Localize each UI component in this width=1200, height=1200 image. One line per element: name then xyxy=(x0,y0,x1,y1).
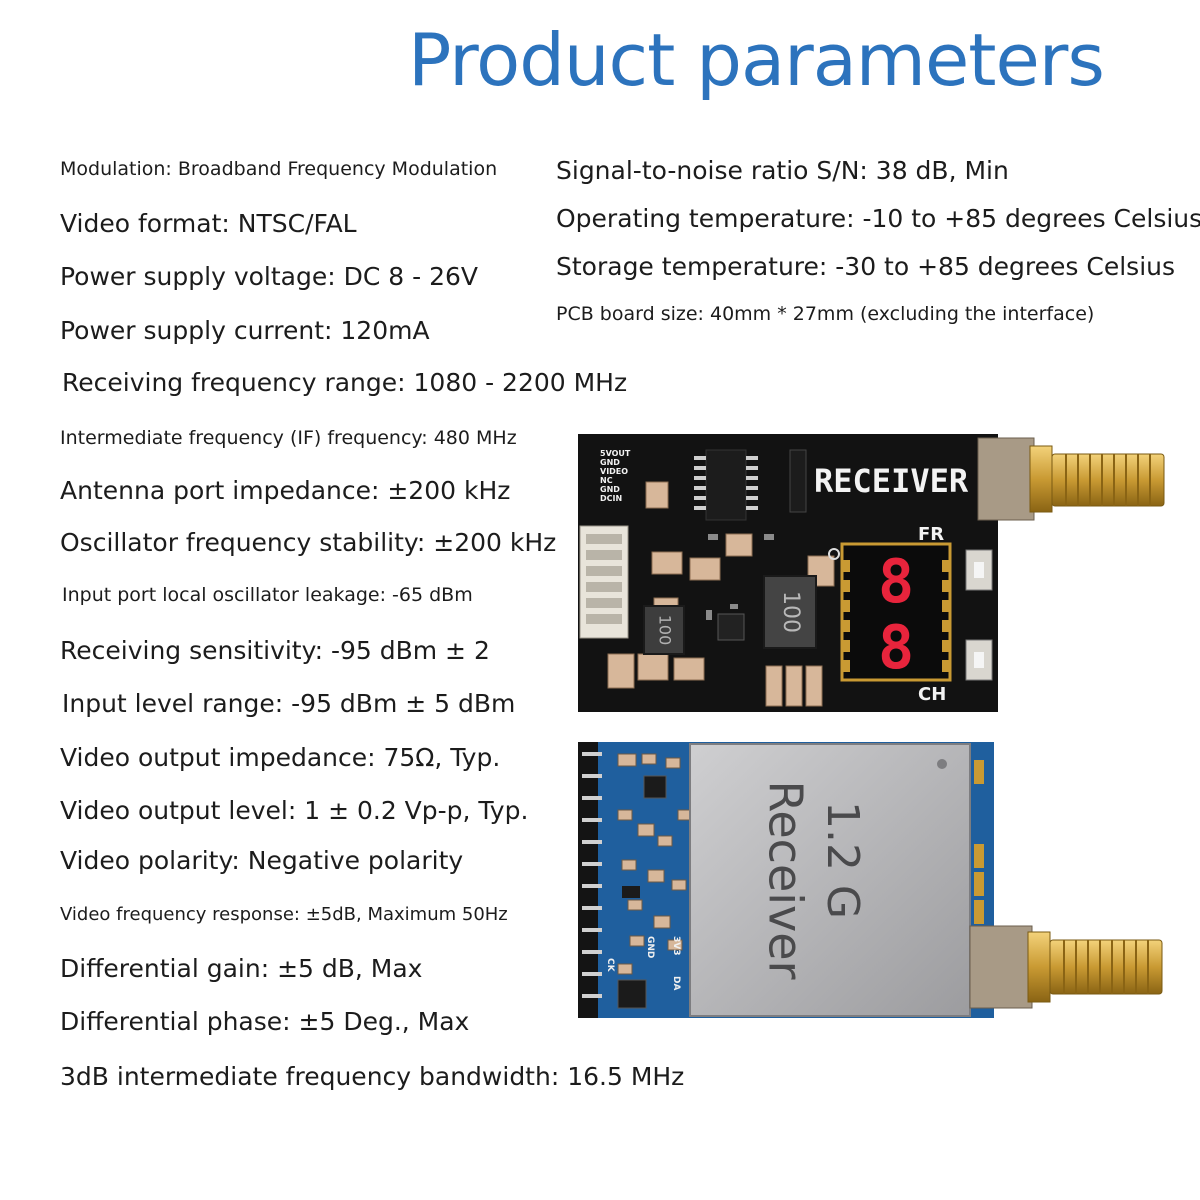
metal-shield xyxy=(689,743,971,1017)
spec-supply-current: Power supply current: 120mA xyxy=(60,316,430,345)
pin-label: NC xyxy=(600,476,613,485)
spec-antenna-impedance: Antenna port impedance: ±200 kHz xyxy=(60,476,511,505)
spec-video-frequency-response: Video frequency response: ±5dB, Maximum … xyxy=(60,904,508,925)
spec-storage-temperature: Storage temperature: -30 to +85 degrees … xyxy=(556,252,1176,281)
inductor-large-label: 100 xyxy=(778,591,803,633)
pin-label: GND xyxy=(600,485,620,494)
spec-modulation: Modulation: Broadband Frequency Modulati… xyxy=(60,158,498,180)
ic-chip xyxy=(617,979,647,1009)
spec-video-output-impedance: Video output impedance: 75Ω, Typ. xyxy=(60,743,501,772)
spec-pcb-board-size: PCB board size: 40mm * 27mm (excluding t… xyxy=(556,303,1095,325)
silk-label: DA xyxy=(671,976,681,990)
spec-lo-leakage: Input port local oscillator leakage: -65… xyxy=(62,584,473,606)
ic-chip xyxy=(705,449,747,521)
spec-receiving-sensitivity: Receiving sensitivity: -95 dBm ± 2 xyxy=(60,636,490,665)
pin-label: VIDEO xyxy=(600,467,628,476)
spec-operating-temperature: Operating temperature: -10 to +85 degree… xyxy=(556,204,1200,233)
spec-oscillator-stability: Oscillator frequency stability: ±200 kHz xyxy=(60,528,557,557)
ch-label: CH xyxy=(918,684,946,705)
spec-signal-to-noise: Signal-to-noise ratio S/N: 38 dB, Min xyxy=(556,156,1009,185)
spec-supply-voltage: Power supply voltage: DC 8 - 26V xyxy=(60,262,478,291)
solder-joint xyxy=(969,925,1033,1009)
solder-joint xyxy=(977,437,1035,521)
spec-video-format: Video format: NTSC/FAL xyxy=(60,209,357,238)
spec-receiving-frequency-range: Receiving frequency range: 1080 - 2200 M… xyxy=(62,368,628,397)
sma-connector xyxy=(1049,939,1163,995)
spec-if-bandwidth: 3dB intermediate frequency bandwidth: 16… xyxy=(60,1062,685,1091)
fr-label: FR xyxy=(918,524,944,545)
board-receiver-label: RECEIVER xyxy=(814,462,969,500)
spec-if-frequency: Intermediate frequency (IF) frequency: 4… xyxy=(60,427,517,449)
spec-video-output-level: Video output level: 1 ± 0.2 Vp-p, Typ. xyxy=(60,796,529,825)
receiver-board-bottom-image: GND 3V3 DA CK 1.2 G Receiver xyxy=(578,742,1163,1018)
shield-label-line2: Receiver xyxy=(759,780,813,979)
inductor-small-label: 100 xyxy=(656,615,675,646)
receiver-board-top-image: 5VOUT GND VIDEO NC GND DCIN 100 100 xyxy=(578,434,1165,712)
spec-differential-gain: Differential gain: ±5 dB, Max xyxy=(60,954,423,983)
silk-label: CK xyxy=(605,958,615,973)
display-digit: 8 xyxy=(878,547,914,617)
inductor-small xyxy=(643,605,685,655)
spec-differential-phase: Differential phase: ±5 Deg., Max xyxy=(60,1007,470,1036)
spec-video-polarity: Video polarity: Negative polarity xyxy=(60,846,464,875)
spec-input-level-range: Input level range: -95 dBm ± 5 dBm xyxy=(62,689,516,718)
display-digit: 8 xyxy=(878,613,914,683)
pin-label: 5VOUT xyxy=(600,449,631,458)
sma-connector xyxy=(1051,453,1165,507)
pin-label: GND xyxy=(600,458,620,467)
shield-label-line1: 1.2 G xyxy=(817,801,868,919)
pin-label: DCIN xyxy=(600,494,622,503)
silk-label: GND xyxy=(645,936,655,958)
page-title: Product parameters xyxy=(408,18,1105,102)
silk-label: 3V3 xyxy=(671,936,681,956)
inductor-large xyxy=(763,575,817,649)
